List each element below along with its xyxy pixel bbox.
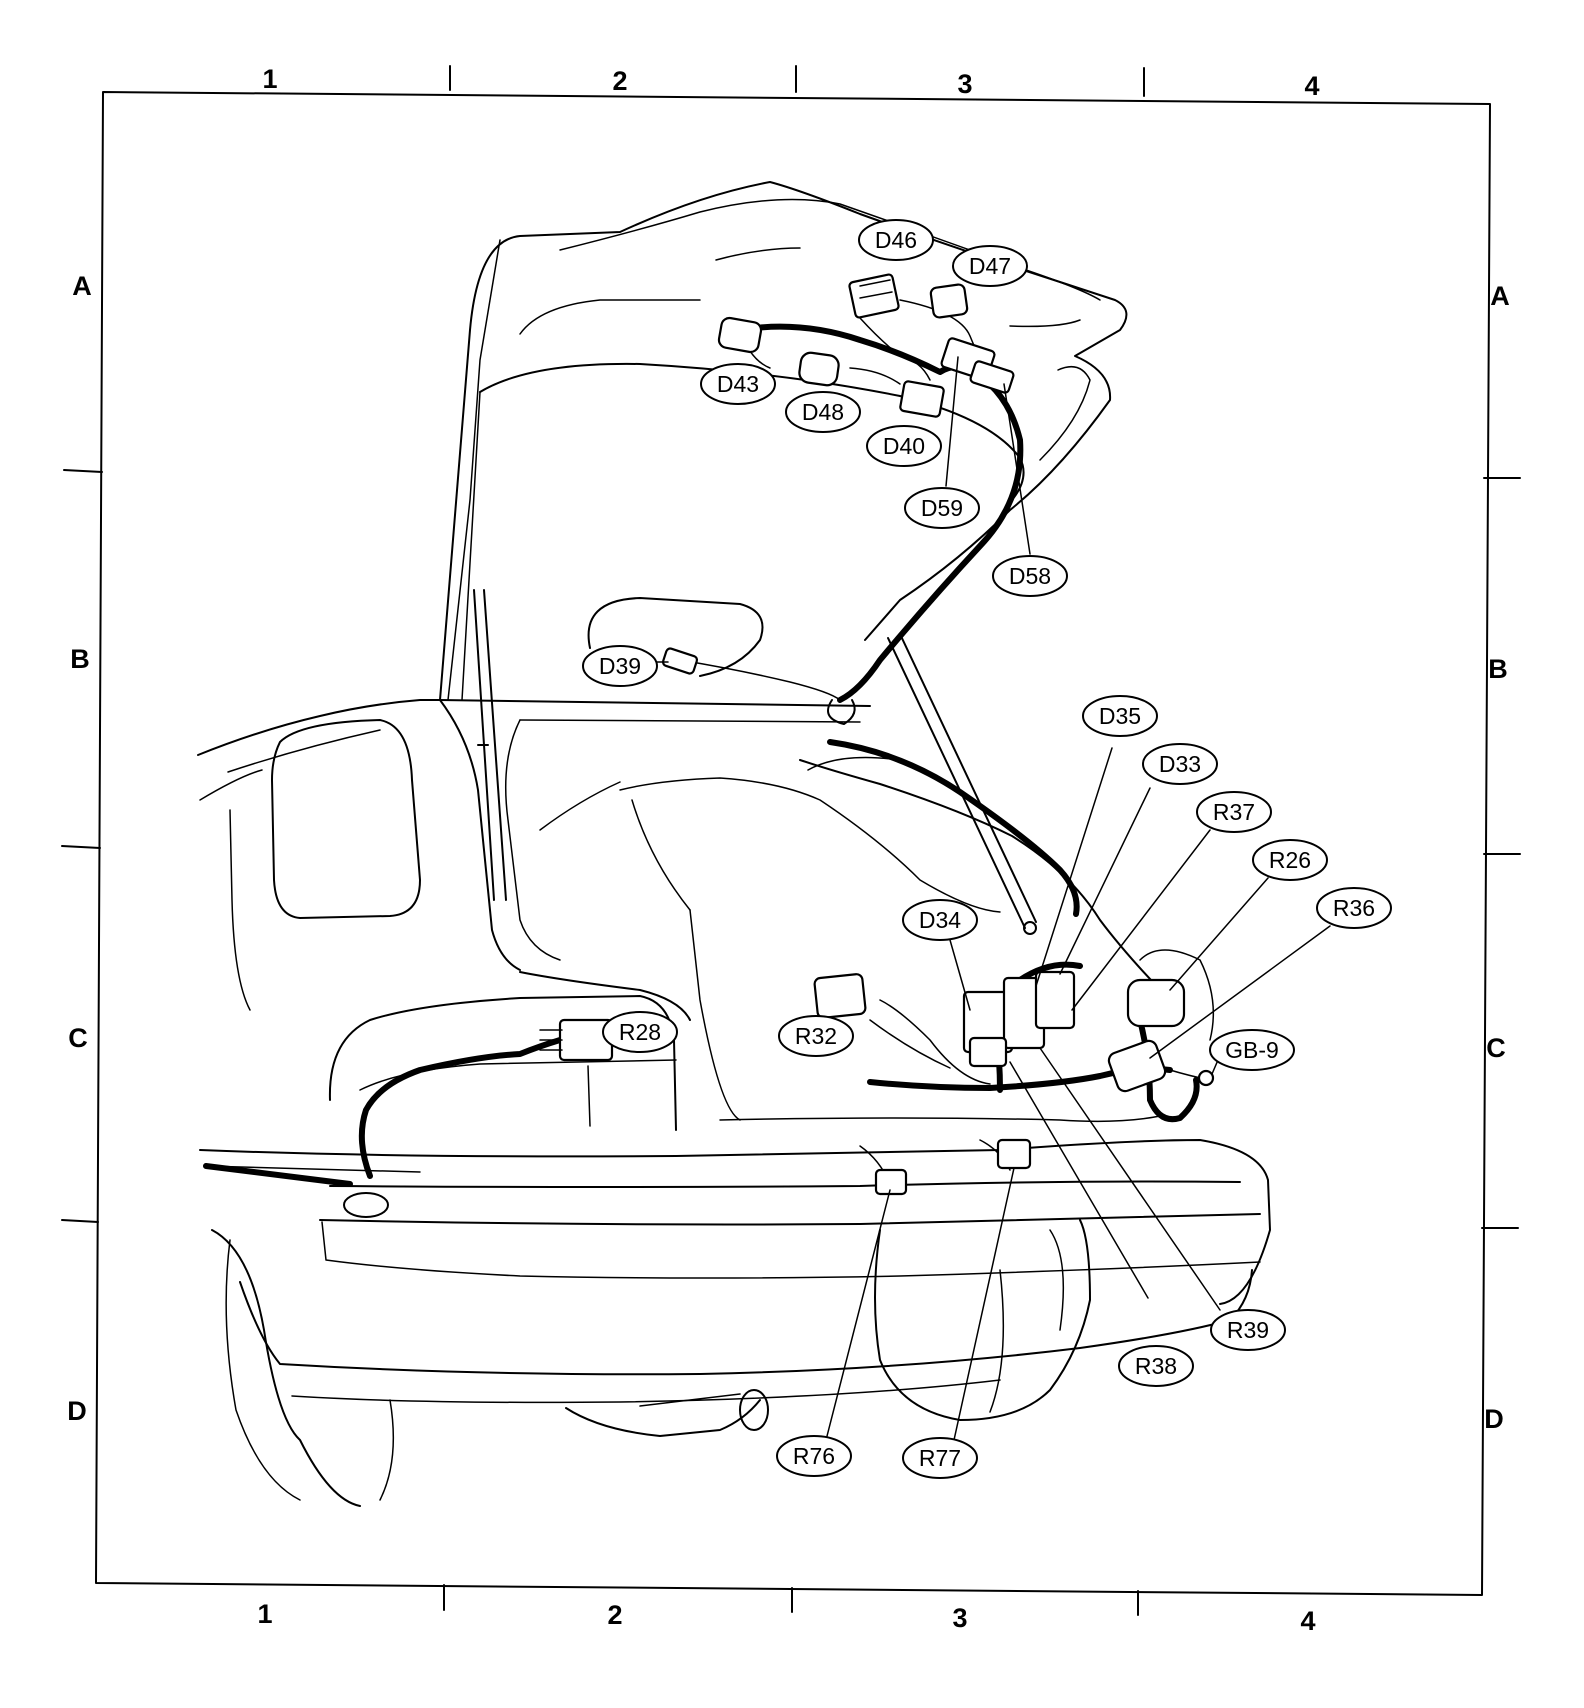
top-grid-ruler: 1 2 3 4: [262, 64, 1319, 101]
grid-col-bottom-1: 1: [257, 1599, 272, 1629]
callout-D59: D59: [904, 487, 980, 529]
label-GB-9: GB-9: [1225, 1037, 1279, 1063]
callout-R36: R36: [1316, 887, 1392, 929]
right-grid-ruler: A B C D: [1481, 281, 1521, 1434]
label-D39: D39: [599, 653, 641, 679]
bottom-grid-ruler: 1 2 3 4: [257, 1584, 1316, 1636]
callout-D46: D46: [858, 219, 934, 261]
callout-R76: R76: [776, 1435, 852, 1477]
grid-col-top-3: 3: [957, 69, 972, 99]
grid-col-top-1: 1: [262, 64, 277, 94]
label-R28: R28: [619, 1019, 661, 1045]
label-D33: D33: [1159, 751, 1201, 777]
callout-R32: R32: [778, 1015, 854, 1057]
callout-D47: D47: [952, 245, 1028, 287]
grid-row-left-A: A: [72, 271, 92, 301]
diagram-frame: [95, 91, 1491, 1596]
callout-D39: D39: [582, 645, 669, 687]
label-R36: R36: [1333, 895, 1375, 921]
callout-R39: R39: [1210, 1309, 1286, 1351]
label-D46: D46: [875, 227, 917, 253]
label-R76: R76: [793, 1443, 835, 1469]
leader-lines: [825, 356, 1331, 1441]
callout-R77: R77: [902, 1437, 978, 1479]
callout-D48: D48: [785, 391, 861, 433]
grid-row-left-D: D: [67, 1396, 87, 1426]
callout-D58: D58: [992, 555, 1068, 597]
grid-col-bottom-2: 2: [607, 1600, 622, 1630]
callout-D43: D43: [700, 363, 776, 405]
grid-col-top-2: 2: [612, 66, 627, 96]
callout-R37: R37: [1196, 791, 1272, 833]
label-D43: D43: [717, 371, 759, 397]
callout-D34: D34: [902, 899, 978, 941]
grid-row-left-B: B: [70, 644, 90, 674]
grid-row-right-D: D: [1484, 1404, 1504, 1434]
grid-col-bottom-3: 3: [952, 1603, 967, 1633]
label-D34: D34: [919, 907, 961, 933]
connector-shapes: [539, 273, 1215, 1196]
callout-D33: D33: [1142, 743, 1218, 785]
label-D40: D40: [883, 433, 925, 459]
label-R77: R77: [919, 1445, 961, 1471]
callout-D40: D40: [866, 425, 942, 467]
grid-row-right-C: C: [1486, 1033, 1506, 1063]
label-R37: R37: [1213, 799, 1255, 825]
label-R32: R32: [795, 1023, 837, 1049]
label-D35: D35: [1099, 703, 1141, 729]
callout-R26: R26: [1252, 839, 1328, 881]
grid-col-top-4: 4: [1304, 71, 1319, 101]
grid-row-right-A: A: [1490, 281, 1510, 311]
callout-GB-9: GB-9: [1209, 1029, 1295, 1071]
left-grid-ruler: A B C D: [61, 271, 103, 1426]
grid-row-left-C: C: [68, 1023, 88, 1053]
label-R38: R38: [1135, 1353, 1177, 1379]
label-D59: D59: [921, 495, 963, 521]
callout-D35: D35: [1082, 695, 1158, 737]
label-R26: R26: [1269, 847, 1311, 873]
callout-R28: R28: [602, 1011, 678, 1053]
grid-col-bottom-4: 4: [1300, 1606, 1315, 1636]
callout-R38: R38: [1118, 1345, 1194, 1387]
label-D58: D58: [1009, 563, 1051, 589]
grid-row-right-B: B: [1488, 654, 1508, 684]
label-R39: R39: [1227, 1317, 1269, 1343]
label-D48: D48: [802, 399, 844, 425]
label-D47: D47: [969, 253, 1011, 279]
